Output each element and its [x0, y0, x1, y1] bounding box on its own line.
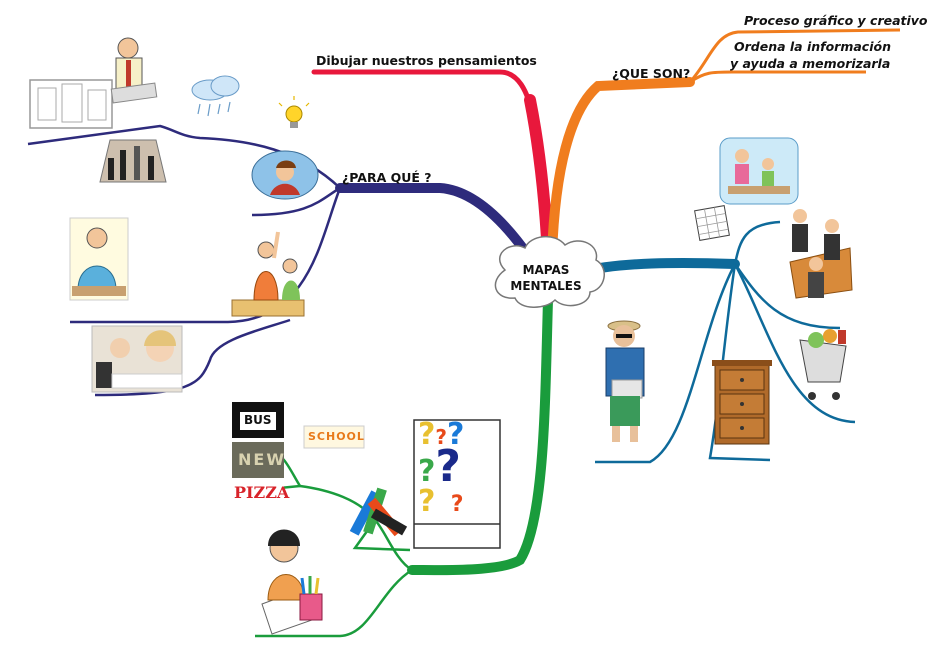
crayons-icon	[349, 487, 408, 537]
thinking-woman-icon	[251, 150, 319, 200]
que-son-sub-1: Proceso gráfico y creativo	[744, 13, 928, 28]
drawing-girl-icon	[261, 529, 323, 635]
center-cloud	[494, 236, 605, 308]
bus-sign-icon	[232, 402, 284, 438]
branch-para-que-label: ¿PARA QUÉ ?	[342, 170, 432, 185]
dresser-icon	[712, 360, 772, 445]
raised-hand-student-icon	[231, 231, 305, 317]
branch-draw-line	[311, 69, 551, 258]
shopping-cart-icon	[799, 329, 847, 400]
bus-sign-text: BUS	[244, 413, 272, 427]
branch-que-son-label: ¿QUE SON?	[612, 66, 691, 81]
center-topic: MAPAS MENTALES	[496, 262, 596, 294]
new-sign-text: NEW	[238, 450, 286, 469]
branch-que-son-line	[547, 77, 695, 260]
branch-draw-label: Dibujar nuestros pensamientos	[316, 53, 537, 68]
calendar-icon	[694, 205, 730, 241]
pizza-sign-icon	[232, 480, 284, 508]
lightbulb-icon	[278, 96, 310, 128]
schoolgirls-photo-icon	[91, 325, 183, 393]
architect-icon	[29, 37, 158, 129]
tourist-icon	[605, 320, 645, 442]
chess-icon	[99, 139, 167, 183]
question-glyphs: ??? ?? ? ?	[418, 417, 465, 519]
new-sign-icon	[232, 442, 284, 478]
que-son-sub-2: Ordena la información	[734, 39, 891, 54]
pizza-sign-text: PIZZA	[234, 483, 290, 502]
branch-creativity-line	[407, 295, 553, 576]
meeting-icon	[789, 209, 853, 299]
classroom-icon	[719, 137, 799, 205]
center-topic-line1: MAPAS	[522, 263, 570, 277]
branch-para-que-line	[335, 183, 535, 263]
que-son-sub-3: y ayuda a memorizarla	[730, 56, 891, 71]
question-marks-icon	[413, 419, 501, 549]
cloud-rain-icon	[191, 75, 240, 117]
writing-man-icon	[69, 217, 129, 301]
school-blocks-icon	[303, 425, 365, 449]
center-topic-line2: MENTALES	[510, 279, 582, 293]
school-blocks-text: SCHOOL	[308, 430, 365, 443]
